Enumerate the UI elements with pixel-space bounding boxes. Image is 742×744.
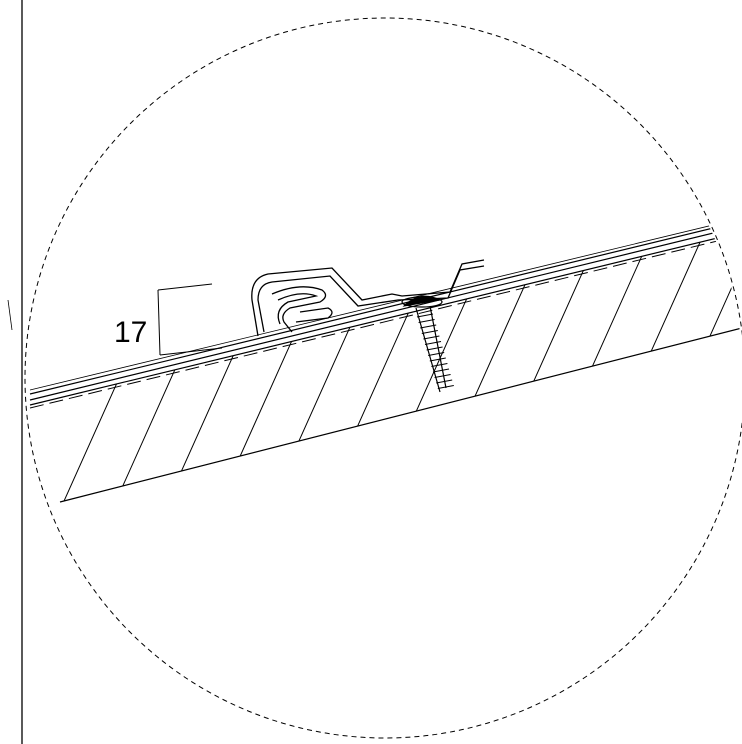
- hatch-line: [59, 232, 191, 502]
- hatch-line: [319, 232, 451, 502]
- screw-thread: [437, 385, 454, 389]
- hatch-line: [215, 232, 347, 502]
- screw-thread: [434, 374, 451, 378]
- screw-thread: [426, 346, 443, 351]
- screw-thread: [431, 363, 448, 367]
- hatching: [59, 232, 742, 502]
- section-mark: [7, 299, 13, 331]
- screw-thread: [420, 324, 437, 329]
- detail-circle: [24, 17, 742, 739]
- hatch-line: [579, 232, 711, 502]
- screw-threads: [416, 313, 454, 389]
- hatch-line: [163, 232, 295, 502]
- hatch-line: [527, 232, 659, 502]
- screw: [401, 295, 454, 393]
- hatch-line: [267, 232, 399, 502]
- screw-thread: [424, 341, 442, 345]
- screw-thread: [432, 368, 450, 373]
- dimension-17: [157, 283, 223, 356]
- dimension-label: 17: [114, 316, 147, 349]
- seam-clip: [251, 259, 485, 337]
- screw-thread: [429, 357, 446, 362]
- hatch-line: [683, 232, 742, 502]
- screw-thread: [423, 335, 440, 340]
- screw-thread: [421, 330, 438, 334]
- roof-panel: [29, 217, 742, 409]
- screw-thread: [416, 313, 434, 318]
- hatch-line: [735, 232, 742, 502]
- hatch-line: [423, 232, 555, 502]
- hatch-line: [111, 232, 243, 502]
- substrate: [29, 231, 742, 503]
- screw-thread: [418, 319, 435, 323]
- screw-thread: [436, 379, 453, 384]
- screw-thread: [428, 352, 445, 356]
- hatch-line: [631, 232, 742, 502]
